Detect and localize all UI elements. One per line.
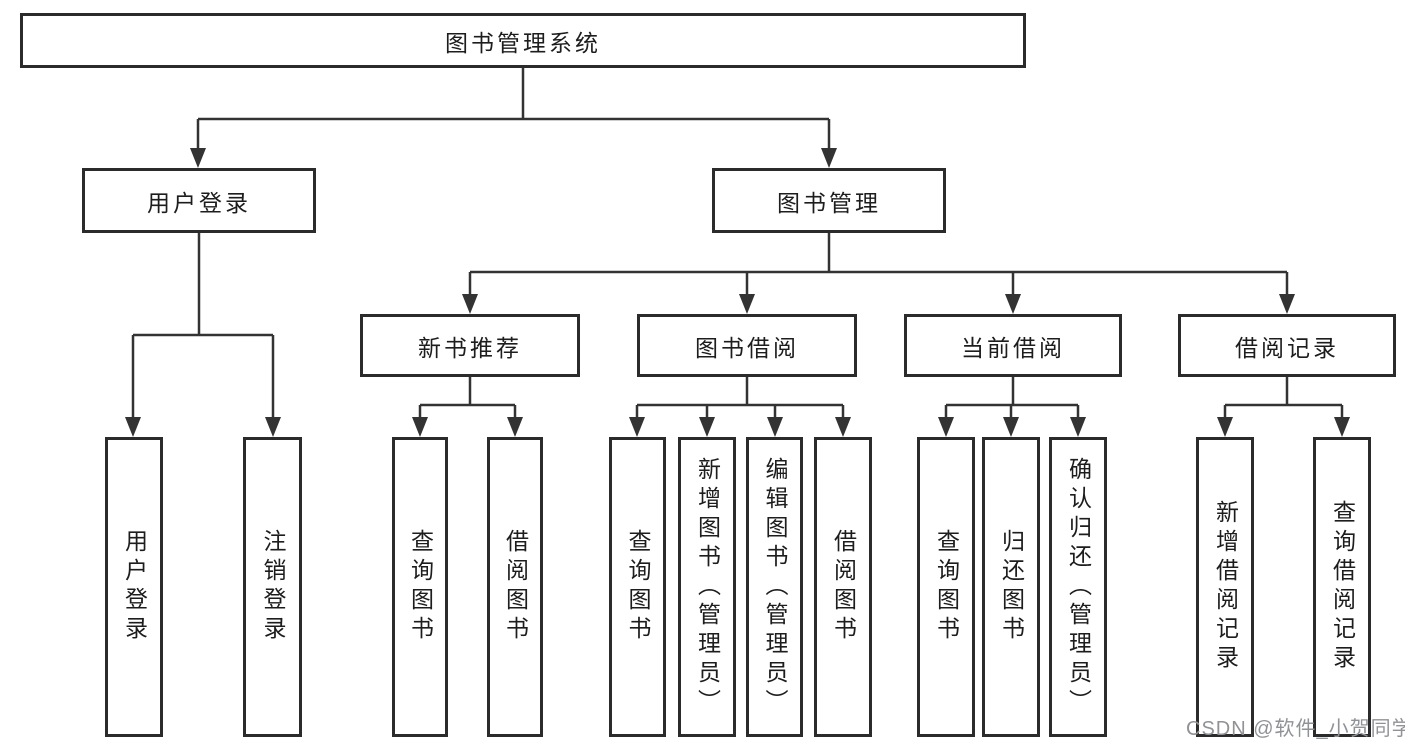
node-leaf-borrow-books: 借阅图书 [814, 437, 872, 737]
node-leaf-borrow-books-recommend: 借阅图书 [487, 437, 543, 737]
node-new-book-recommend: 新书推荐 [360, 314, 580, 377]
node-label: 查询借阅记录 [1329, 500, 1356, 674]
node-leaf-edit-books-admin: 编辑图书（管理员） [746, 437, 803, 737]
node-label: 查询图书 [933, 529, 960, 645]
node-book-borrowing: 图书借阅 [637, 314, 857, 377]
node-label: 当前借阅 [961, 334, 1065, 361]
node-leaf-query-borrow-record: 查询借阅记录 [1313, 437, 1371, 737]
node-leaf-add-books-admin: 新增图书（管理员） [678, 437, 736, 737]
node-leaf-query-books-recommend: 查询图书 [392, 437, 448, 737]
node-label: 用户登录 [147, 189, 251, 216]
node-label: 确认归还（管理员） [1065, 456, 1092, 718]
node-label: 借阅图书 [830, 529, 857, 645]
node-label: 图书借阅 [695, 334, 799, 361]
node-library-management-system: 图书管理系统 [20, 13, 1026, 68]
node-current-borrowing: 当前借阅 [904, 314, 1122, 377]
node-leaf-add-borrow-record: 新增借阅记录 [1196, 437, 1254, 737]
node-label: 归还图书 [998, 529, 1025, 645]
node-leaf-query-books-current: 查询图书 [917, 437, 975, 737]
node-label: 用户登录 [121, 529, 148, 645]
node-label: 图书管理系统 [445, 29, 601, 56]
node-book-management: 图书管理 [712, 168, 946, 233]
watermark-text: CSDN @软件_小贺同学 [1186, 718, 1405, 740]
node-leaf-confirm-return-admin: 确认归还（管理员） [1049, 437, 1107, 737]
node-label: 查询图书 [625, 529, 651, 645]
node-leaf-return-books: 归还图书 [982, 437, 1040, 737]
node-label: 借阅记录 [1235, 334, 1339, 361]
node-user-login: 用户登录 [82, 168, 316, 233]
node-label: 借阅图书 [502, 529, 529, 645]
node-label: 图书管理 [777, 189, 881, 216]
node-leaf-query-books-borrowing: 查询图书 [609, 437, 666, 737]
node-label: 新增图书（管理员） [694, 456, 721, 718]
node-leaf-logout: 注销登录 [243, 437, 302, 737]
node-label: 查询图书 [407, 529, 434, 645]
node-label: 新增借阅记录 [1212, 500, 1239, 674]
node-label: 新书推荐 [418, 334, 522, 361]
node-label: 编辑图书（管理员） [762, 456, 788, 718]
node-label: 注销登录 [260, 529, 286, 645]
node-leaf-user-login: 用户登录 [105, 437, 163, 737]
node-borrowing-records: 借阅记录 [1178, 314, 1396, 377]
